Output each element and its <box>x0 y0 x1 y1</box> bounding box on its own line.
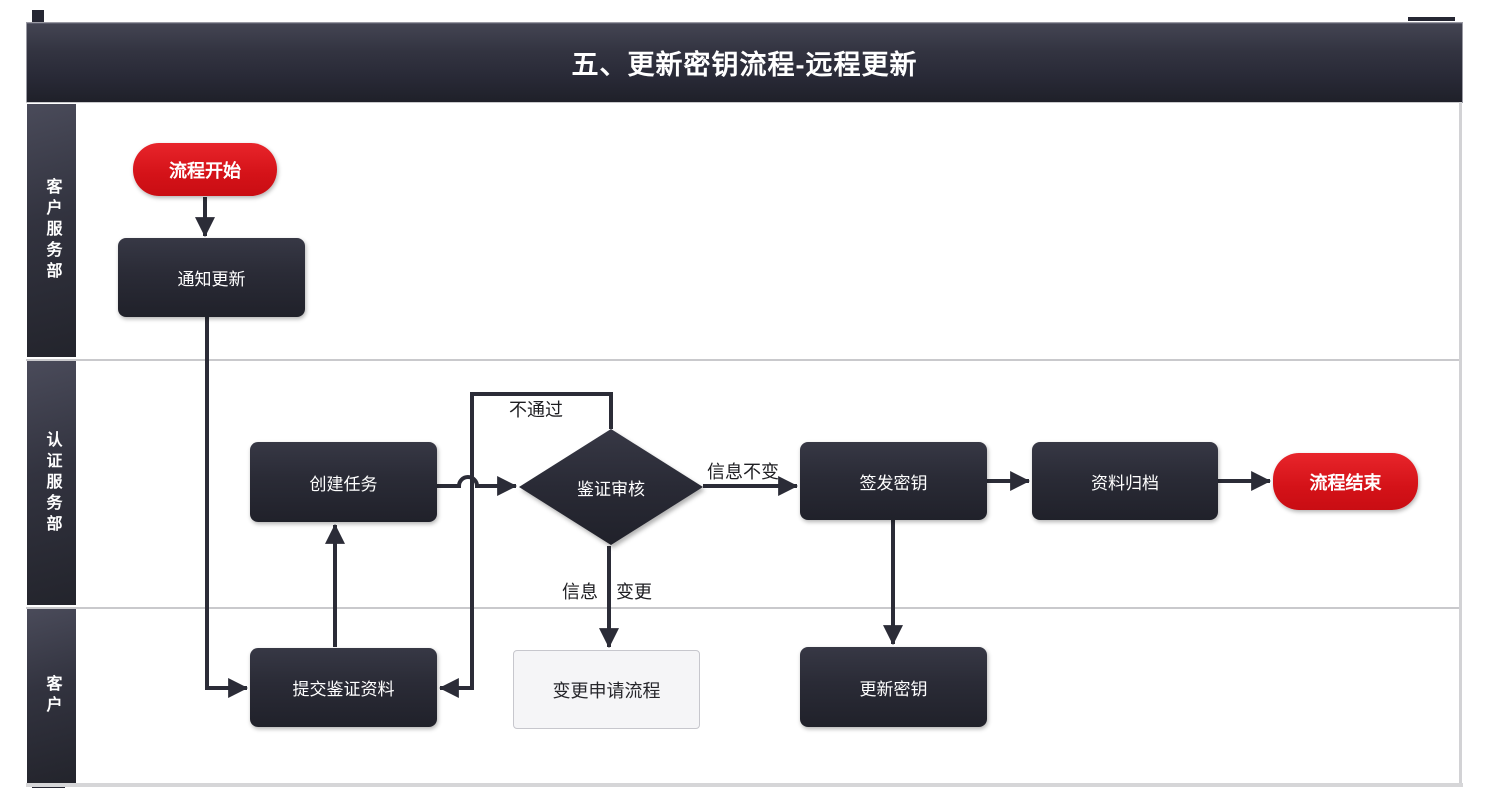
lane-customer: 客户 <box>27 609 76 783</box>
node-create-task-label: 创建任务 <box>309 474 378 494</box>
corner-mark-top-right <box>1408 17 1455 21</box>
node-issue-key: 签发密钥 <box>800 442 987 520</box>
node-change-request: 变更申请流程 <box>513 650 700 729</box>
node-issue-key-label: 签发密钥 <box>859 473 928 493</box>
node-update-key: 更新密钥 <box>800 647 987 727</box>
node-update-key-label: 更新密钥 <box>859 679 928 699</box>
page-title: 五、更新密钥流程-远程更新 <box>571 50 918 80</box>
node-review-label: 鉴证审核 <box>577 479 645 499</box>
lane-separator-1 <box>26 359 1461 361</box>
node-submit-materials-label: 提交鉴证资料 <box>292 680 395 699</box>
edge-label-info-changed: 信息 变更 <box>561 578 653 604</box>
header-bottom-line <box>26 102 1461 103</box>
edge-notify-to-submit <box>205 317 249 698</box>
review-diamond-shape: 鉴证审核 <box>519 429 703 545</box>
edge-create-to-review <box>437 475 518 496</box>
lane-auth-service: 认证服务部 <box>27 361 76 605</box>
diagram-header: 五、更新密钥流程-远程更新 <box>26 22 1463 103</box>
node-submit-materials: 提交鉴证资料 <box>250 648 437 727</box>
lane-separator-2 <box>26 607 1461 609</box>
node-process-end: 流程结束 <box>1273 453 1418 510</box>
lane-customer-service: 客户服务部 <box>27 104 76 357</box>
node-archive: 资料归档 <box>1032 442 1218 520</box>
frame-border-right <box>1459 102 1462 787</box>
lane-label-customer-service: 客户服务部 <box>43 178 61 283</box>
lane-label-customer: 客户 <box>43 675 61 717</box>
edge-label-info-changed-part2: 变更 <box>616 582 652 602</box>
edge-label-info-changed-part1: 信息 <box>562 582 598 602</box>
lane-label-auth-service: 认证服务部 <box>43 430 61 536</box>
node-change-request-label: 变更申请流程 <box>552 680 661 701</box>
node-archive-label: 资料归档 <box>1091 473 1159 493</box>
node-notify-update-label: 通知更新 <box>177 270 246 289</box>
node-process-end-label: 流程结束 <box>1309 472 1382 493</box>
corner-mark-top-left <box>32 10 44 22</box>
node-process-start-label: 流程开始 <box>169 160 241 181</box>
node-process-start: 流程开始 <box>133 143 277 196</box>
node-review-decision: 鉴证审核 <box>519 429 703 545</box>
node-create-task: 创建任务 <box>250 442 437 522</box>
edge-label-fail: 不通过 <box>509 400 563 420</box>
node-notify-update: 通知更新 <box>118 238 305 317</box>
frame-border-bottom <box>26 783 1463 787</box>
edge-label-info-unchanged: 信息不变 <box>707 462 779 482</box>
